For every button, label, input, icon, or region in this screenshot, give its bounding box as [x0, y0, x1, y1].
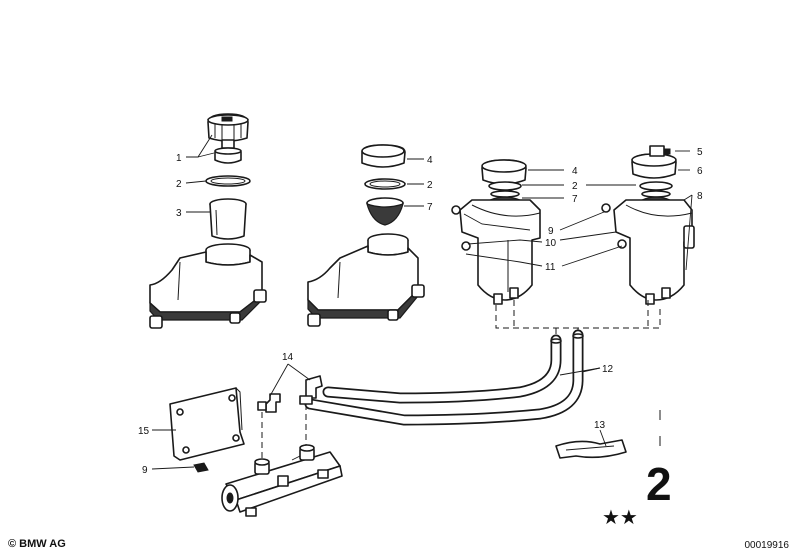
callout-5: 5: [697, 147, 703, 158]
hose-fittings: [257, 363, 323, 462]
callout-6: 6: [697, 166, 703, 177]
callout-4: 4: [572, 166, 578, 177]
corner-digit: 2: [646, 458, 672, 510]
callout-labels: 1 2 3 4 2 7 4 2 7 5 6 8 9 10 11 12 13 14…: [138, 147, 703, 476]
callout-7: 7: [572, 194, 578, 205]
callout-13: 13: [594, 420, 606, 431]
callout-3: 3: [176, 208, 182, 219]
callout-12: 12: [602, 364, 614, 375]
callout-2: 2: [427, 180, 433, 191]
callout-4: 4: [427, 155, 433, 166]
callout-10: 10: [545, 238, 557, 249]
reservoir-assembly-c: [451, 145, 695, 340]
callout-2: 2: [572, 181, 578, 192]
callout-14: 14: [282, 352, 294, 363]
callout-1: 1: [176, 153, 182, 164]
callout-9: 9: [142, 465, 148, 476]
callout-2: 2: [176, 179, 182, 190]
reservoir-assembly-b: [307, 144, 425, 327]
callout-9: 9: [548, 226, 554, 237]
corner-mark: 2 ★★: [602, 410, 672, 529]
corner-stars: ★★: [602, 507, 638, 529]
master-cylinder: [221, 444, 343, 517]
callout-8: 8: [697, 191, 703, 202]
callout-7: 7: [427, 202, 433, 213]
callout-11: 11: [545, 262, 556, 273]
clip: [555, 429, 627, 459]
hose-assembly: [304, 329, 601, 426]
callout-15: 15: [138, 426, 150, 437]
bracket: [151, 387, 245, 473]
reservoir-assembly-a: [149, 113, 267, 329]
document-number: 00019916: [744, 540, 790, 551]
copyright-text: © BMW AG: [8, 538, 66, 550]
